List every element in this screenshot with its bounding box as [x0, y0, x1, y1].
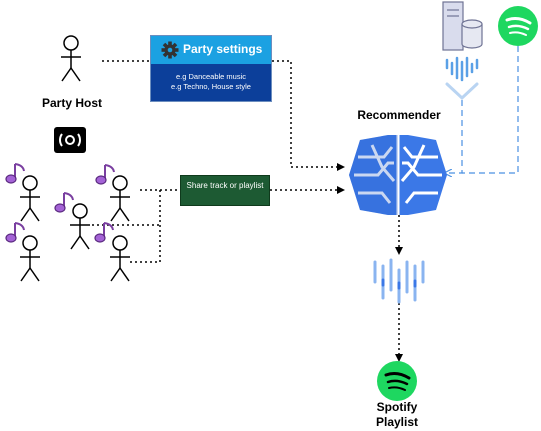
brain-icon [349, 135, 447, 215]
share-track-label: Share track or playlist [186, 181, 264, 190]
party-settings-example-1: e.g Danceable music [175, 72, 247, 81]
party-settings-header: Party settings [151, 36, 271, 64]
guest-person-icon [109, 235, 131, 282]
spotify-source-to-recommender-connector [462, 46, 519, 174]
gear-icon [161, 41, 179, 59]
guest-person-icon [69, 203, 91, 250]
funnel-icon [445, 56, 479, 101]
music-note-icon [54, 192, 74, 213]
recommender-label: Recommender [357, 108, 441, 122]
guests-group [5, 163, 131, 282]
share-track-box: Share track or playlist [180, 175, 270, 206]
party-settings-example-2: e.g Techno, House style [171, 82, 251, 91]
database-server-icon [442, 1, 483, 51]
music-note-icon [5, 222, 25, 243]
guest-person-icon [19, 235, 41, 282]
party-settings-body: e.g Danceable music e.g Techno, House st… [151, 64, 271, 101]
music-note-icon [94, 222, 114, 243]
settings-to-recommender-connector [272, 60, 345, 171]
guest-person-icon [109, 175, 131, 222]
party-host-label: Party Host [41, 96, 103, 110]
guests-branch-connector [92, 190, 161, 263]
spotify-playlist-label: Spotify Playlist [375, 400, 419, 429]
guest-person-icon [19, 175, 41, 222]
party-settings-box: Party settings e.g Danceable music e.g T… [150, 35, 272, 102]
music-note-icon [5, 163, 25, 184]
speaker-icon [54, 127, 86, 153]
dataflow-icon [373, 258, 425, 304]
spotify-playlist-logo-icon [377, 361, 417, 401]
party-host-person-icon [60, 35, 82, 82]
spotify-logo-icon [498, 6, 538, 46]
music-note-icon [95, 164, 115, 185]
party-settings-title: Party settings [183, 42, 263, 56]
